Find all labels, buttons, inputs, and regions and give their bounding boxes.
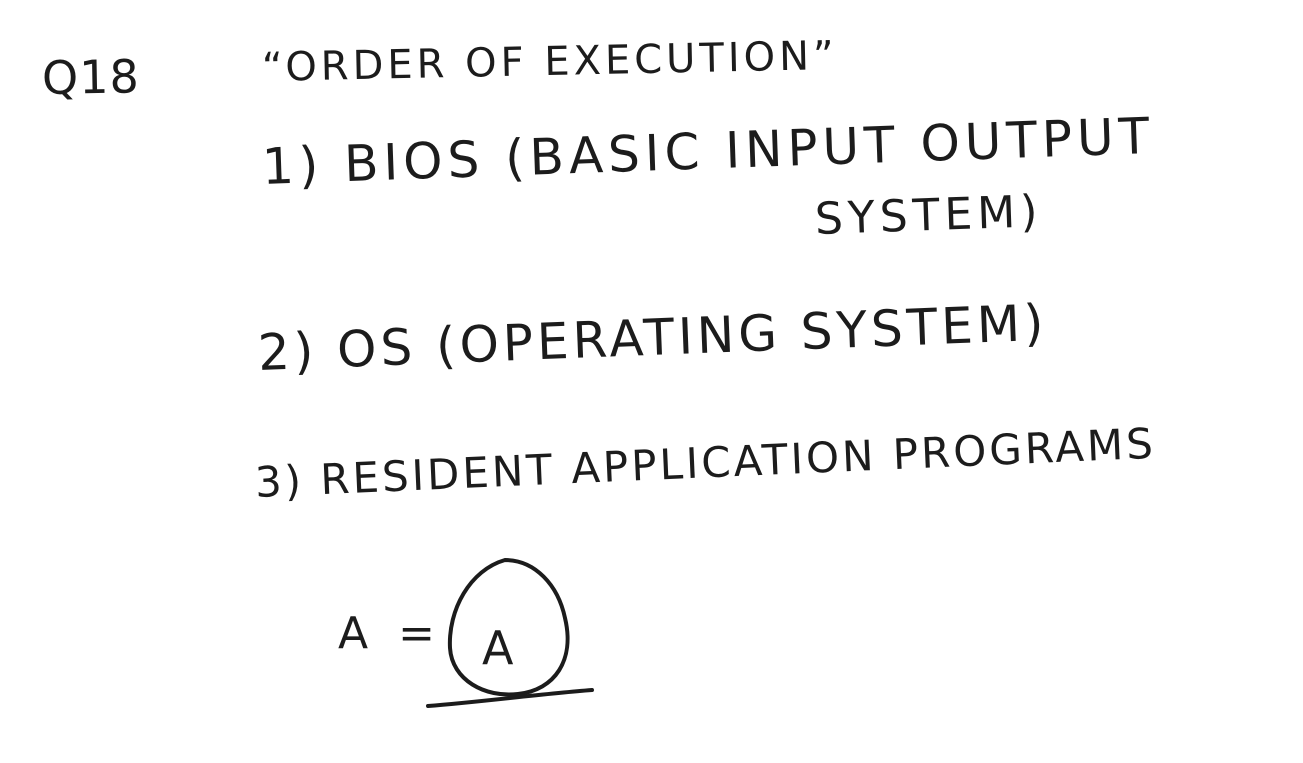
list-item-3: 3) RESIDENT APPLICATION PROGRAMS	[253, 418, 1157, 507]
note-title: “ORDER OF EXECUTION”	[261, 32, 839, 91]
answer-circled-value: A	[482, 621, 514, 675]
list-item-2: 2) OS (OPERATING SYSTEM)	[256, 293, 1049, 382]
list-item-1-continuation: SYSTEM)	[814, 186, 1044, 245]
answer-label: A =	[338, 608, 443, 659]
answer-circle-outline	[447, 557, 570, 697]
list-item-1: 1) BIOS (BASIC INPUT OUTPUT	[260, 106, 1156, 196]
answer-underline	[426, 688, 594, 708]
question-number: Q18	[41, 49, 141, 105]
